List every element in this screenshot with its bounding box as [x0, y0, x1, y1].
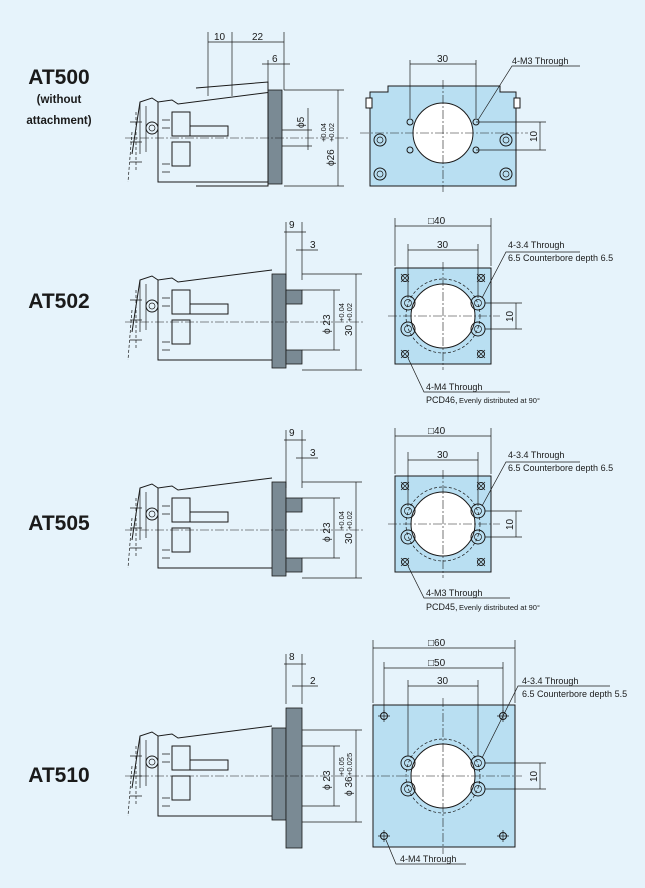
- at502-front-view: □40 30 10 4-3.4 Through 6.5 Counterbore …: [388, 216, 613, 405]
- at500-front-view: 30 10 4-M3 Through: [360, 54, 580, 192]
- dim-3: 3: [310, 240, 316, 251]
- pcd-note: Evenly distributed at 90°: [459, 396, 540, 405]
- dim-30: 30: [437, 54, 449, 65]
- pcd-label: PCD45,: [426, 602, 458, 612]
- at510-front-view: □60 □50 30 10 4-3.4 Through 6.5 Counterb…: [366, 638, 627, 865]
- model-label-at500: AT500 (without attachment): [0, 66, 118, 132]
- holes-label: 4-3.4 Through: [508, 450, 564, 460]
- dim-phi5: ϕ5: [296, 116, 307, 128]
- tol-lower: +0.02: [345, 303, 354, 322]
- at500-side-view: 10 22 6 ϕ5 ϕ26 +0.04 +0.02: [125, 32, 350, 187]
- pcd-note: Evenly distributed at 90°: [459, 603, 540, 612]
- counterbore-label: 6.5 Counterbore depth 6.5: [508, 463, 613, 473]
- dim-10: 10: [505, 518, 516, 530]
- counterbore-label: 6.5 Counterbore depth 6.5: [508, 253, 613, 263]
- dim-10: 10: [529, 770, 540, 782]
- dim-30: 30: [437, 450, 449, 461]
- model-note: attachment): [26, 115, 92, 127]
- tap-label: 4-M4 Through: [400, 854, 456, 864]
- dim-8: 8: [289, 652, 295, 663]
- tol-upper: +0.05: [337, 757, 346, 776]
- holes-label: 4-M3 Through: [512, 56, 568, 66]
- model-note: (without: [36, 94, 82, 106]
- dim-9: 9: [289, 220, 295, 231]
- dim-sq60: □60: [428, 638, 446, 649]
- at505-side-view: 9 3 ϕ 23 30 +0.04 +0.02: [125, 428, 365, 579]
- dim-phi23: ϕ 23: [322, 770, 333, 790]
- model-label-at502: AT502: [0, 290, 118, 314]
- tol-lower: +0.02: [345, 511, 354, 530]
- dim-sq40: □40: [428, 426, 446, 437]
- dim-sq40: □40: [428, 216, 446, 227]
- holes-label: 4-3.4 Through: [522, 676, 578, 686]
- tol-lower: +0.02: [327, 123, 336, 142]
- dim-phi23: ϕ 23: [322, 314, 333, 334]
- at502-side-view: 9 3 ϕ 23 30 +0.04 +0.02: [125, 220, 365, 371]
- dim-phi26: ϕ26: [326, 149, 337, 166]
- dim-30: 30: [437, 240, 449, 251]
- dim-6: 6: [272, 54, 278, 65]
- dim-phi23: ϕ 23: [322, 522, 333, 542]
- dim-9: 9: [289, 428, 295, 439]
- dim-2: 2: [310, 676, 316, 687]
- dim-30: 30: [344, 532, 355, 544]
- dim-sq50: □50: [428, 658, 446, 669]
- model-label-at505: AT505: [0, 512, 118, 536]
- tap-label: 4-M4 Through: [426, 382, 482, 392]
- dim-phi36: ϕ 36: [344, 776, 355, 796]
- model-name: AT502: [28, 290, 90, 313]
- dim-10: 10: [529, 130, 540, 142]
- dim-30: 30: [344, 324, 355, 336]
- model-name: AT500: [28, 66, 90, 89]
- tol-upper: +0.04: [319, 123, 328, 142]
- tol-lower: +0.025: [345, 753, 354, 776]
- dim-3: 3: [310, 448, 316, 459]
- tol-upper: +0.04: [337, 511, 346, 530]
- holes-label: 4-3.4 Through: [508, 240, 564, 250]
- dim-30: 30: [437, 676, 449, 687]
- at510-side-view: 8 2 ϕ 23 ϕ 36 +0.05 +0.025: [125, 652, 365, 849]
- tol-upper: +0.04: [337, 303, 346, 322]
- model-name: AT510: [28, 764, 90, 787]
- dim-10: 10: [505, 310, 516, 322]
- dim-10: 10: [214, 32, 226, 43]
- model-label-at510: AT510: [0, 764, 118, 788]
- pcd-label: PCD46,: [426, 395, 458, 405]
- tap-label: 4-M3 Through: [426, 588, 482, 598]
- dim-22: 22: [252, 32, 264, 43]
- at505-front-view: □40 30 10 4-3.4 Through 6.5 Counterbore …: [388, 426, 613, 612]
- counterbore-label: 6.5 Counterbore depth 5.5: [522, 689, 627, 699]
- model-name: AT505: [28, 512, 90, 535]
